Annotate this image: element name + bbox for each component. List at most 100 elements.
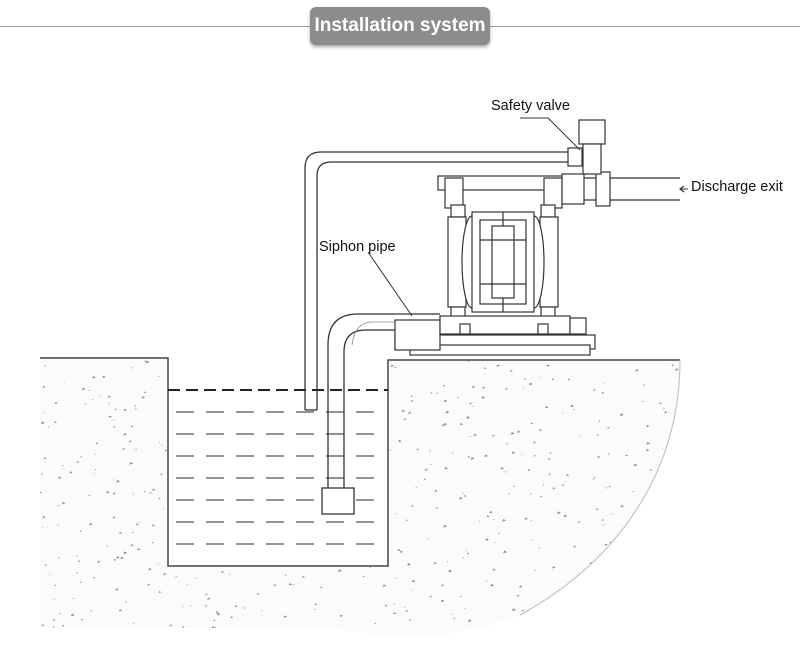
ground-speckle — [670, 561, 675, 565]
ground-speckle — [508, 492, 511, 495]
header-rule-right — [490, 26, 800, 27]
ground-speckle — [512, 485, 516, 487]
ground-speckle — [382, 584, 387, 587]
ground-speckle — [99, 396, 102, 398]
ground-speckle — [123, 408, 127, 412]
liquid-reservoir — [168, 389, 388, 545]
ground-speckle — [94, 468, 97, 471]
ground-speckle — [675, 589, 680, 592]
ground-speckle — [492, 518, 495, 521]
ground-speckle — [433, 562, 437, 565]
ground-speckle — [41, 421, 45, 425]
ground-speckle — [395, 513, 398, 515]
ground-speckle — [63, 382, 65, 384]
ground-speckle — [129, 462, 134, 465]
ground-speckle — [106, 545, 109, 547]
ground-speckle — [545, 405, 549, 409]
discharge-pipe — [561, 171, 680, 207]
ground-speckle — [149, 491, 152, 494]
ground-speckle — [228, 573, 231, 575]
ground-speckle — [479, 520, 481, 522]
ground-speckle — [636, 550, 640, 553]
ground-speckle — [661, 448, 664, 450]
ground-speckle — [162, 508, 165, 510]
ground-speckle — [633, 463, 638, 467]
safety-valve — [567, 119, 606, 175]
ground-speckle — [61, 624, 65, 627]
ground-speckle — [534, 569, 537, 572]
ground-speckle — [465, 550, 468, 552]
ground-speckle — [646, 441, 651, 445]
ground-speckle — [598, 420, 601, 422]
ground-speckle — [441, 584, 445, 587]
ground-speckle — [216, 612, 221, 616]
ground-speckle — [106, 490, 110, 494]
ground-speckle — [659, 601, 662, 603]
ground-speckle — [57, 524, 60, 526]
ground-speckle — [664, 579, 668, 583]
ground-speckle — [125, 601, 128, 603]
ground-speckle — [529, 382, 533, 386]
ground-speckle — [671, 364, 675, 367]
ground-speckle — [481, 396, 485, 399]
ground-speckle — [49, 573, 51, 575]
ground-speckle — [538, 547, 541, 549]
ground-speckle — [618, 620, 621, 622]
ground-speckle — [90, 610, 93, 612]
ground-speckle — [671, 492, 675, 495]
ground-speckle — [467, 360, 470, 363]
ground-speckle — [605, 487, 608, 489]
ground-speckle — [284, 574, 287, 576]
ground-speckle — [551, 378, 555, 381]
ground-speckle — [502, 518, 507, 522]
ground-speckle — [445, 410, 450, 414]
ground-speckle — [539, 428, 543, 432]
ground-speckle — [302, 575, 306, 578]
ground-speckle — [543, 627, 546, 629]
ground-speckle — [115, 588, 119, 591]
ground-speckle — [538, 376, 541, 378]
ground-speckle — [511, 451, 516, 454]
ground-speckle — [81, 387, 86, 391]
ground-speckle — [496, 364, 501, 367]
ground-speckle — [79, 581, 82, 583]
ground-speckle — [143, 391, 147, 394]
ground-speckle — [158, 591, 162, 594]
ground-speckle — [108, 402, 111, 404]
ground-speckle — [58, 557, 61, 559]
ground-speckle — [482, 386, 486, 389]
ground-speckle — [427, 538, 430, 540]
ground-speckle — [466, 416, 471, 419]
ground-speckle — [53, 619, 56, 621]
ground-speckle — [530, 422, 534, 425]
ground-speckle — [459, 422, 464, 426]
ground-speckle — [130, 544, 135, 547]
ground-speckle — [390, 364, 395, 367]
ground-speckle — [562, 484, 565, 487]
ground-speckle — [512, 608, 516, 612]
ground-speckle — [314, 603, 318, 606]
ground-speckle — [552, 487, 556, 490]
ground-speckle — [589, 561, 593, 564]
ground-speckle — [530, 493, 533, 495]
ground-speckle — [152, 488, 156, 491]
ground-speckle — [160, 473, 164, 476]
ground-speckle — [619, 543, 622, 545]
ground-speckle — [76, 572, 79, 574]
ground-speckle — [116, 556, 120, 559]
ground-speckle — [642, 384, 646, 386]
ground-speckle — [397, 548, 401, 552]
ground-speckle — [338, 569, 342, 572]
ground-speckle — [393, 603, 396, 605]
ground-speckle — [76, 555, 78, 557]
ground-speckle — [195, 577, 198, 579]
ground-speckle — [230, 616, 234, 619]
siphon-pipe — [304, 151, 580, 411]
ground-speckle — [164, 449, 168, 452]
ground-speckle — [444, 467, 449, 470]
ground-speckle — [404, 606, 406, 608]
ground-speckle — [436, 392, 439, 394]
ground-speckle — [84, 403, 87, 405]
ground-speckle — [443, 524, 448, 528]
ground-speckle — [102, 375, 106, 379]
